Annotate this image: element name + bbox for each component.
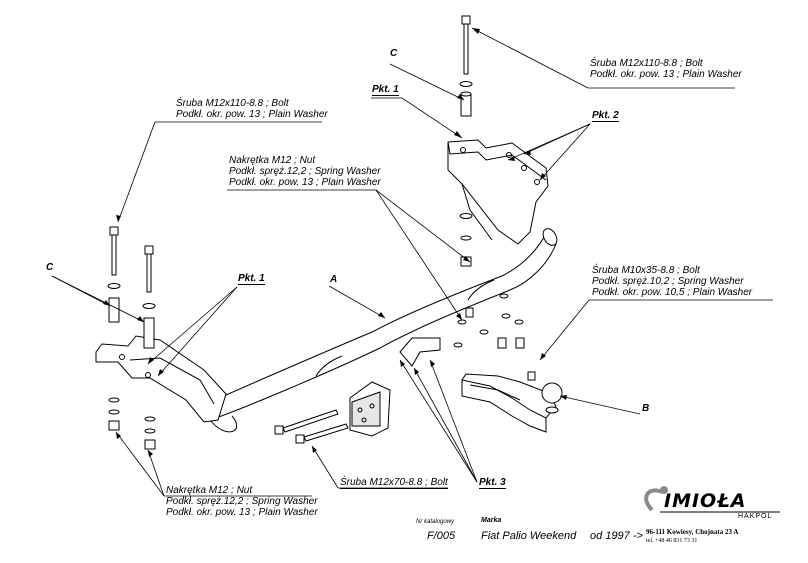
center-hardware [453, 293, 536, 381]
label-bolt-m12x70: Śruba M12x70-8.8 ; Bolt [340, 477, 448, 489]
label-line: Podkł. spręż.12,2 ; Spring Washer [229, 166, 381, 177]
label-nut-bottom: Nakrętka M12 ; Nut Podkł. spręż.12,2 ; S… [166, 485, 318, 518]
brand-label: Marka [481, 517, 502, 524]
company-phone: tel. +48 46 831 73 31 [646, 538, 698, 544]
tow-ball-icon [461, 373, 563, 433]
main-cross-tube [205, 228, 558, 433]
vehicle-model: Fiat Palio Weekend [481, 530, 577, 542]
label-line: Podkł. okr. pow. 13 ; Plain Washer [590, 69, 742, 80]
label-line: Nakrętka M12 ; Nut [229, 155, 316, 166]
label-line: Śruba M12x110-8.8 ; Bolt [176, 98, 289, 109]
logo-hook-icon [644, 486, 780, 513]
label-line: Śruba M12x110-8.8 ; Bolt [590, 58, 703, 69]
label-line: Podkł. okr. pow. 10,5 ; Plain Washer [592, 287, 753, 298]
tag-pkt3: Pkt. 3 [479, 477, 506, 489]
tag-b: B [642, 403, 650, 414]
tag-pkt1-top: Pkt. 1 [372, 84, 399, 96]
logo-sub: HAKPOL [738, 513, 773, 520]
left-mounting-bracket [95, 335, 227, 423]
label-bolt-m10: Śruba M10x35-8.8 ; Bolt Podkł. spręż.10,… [592, 265, 752, 298]
tag-c-left: C [46, 262, 54, 273]
tag-pkt2: Pkt. 2 [592, 110, 619, 122]
label-line: Nakrętka M12 ; Nut [166, 485, 253, 496]
label-line: Podkł. okr. pow. 13 ; Plain Washer [166, 507, 318, 518]
label-line: Podkł. okr. pow. 13 ; Plain Washer [229, 177, 381, 188]
label-bolt-left: Śruba M12x110-8.8 ; Bolt Podkł. okr. pow… [176, 98, 328, 120]
company-address: 96-111 Kowiesy, Chojnata 23 A [646, 528, 739, 536]
tag-pkt1-left: Pkt. 1 [238, 273, 265, 285]
label-line: Podkł. spręż.10,2 ; Spring Washer [592, 276, 744, 287]
model-year: od 1997 -> [590, 530, 643, 542]
catalog-number: F/005 [427, 530, 456, 542]
label-line: Podkł. okr. pow. 13 ; Plain Washer [176, 109, 328, 120]
right-mounting-bracket [447, 139, 549, 245]
label-line: Śruba M10x35-8.8 ; Bolt [592, 265, 700, 276]
label-nut-center: Nakrętka M12 ; Nut Podkł. spręż.12,2 ; S… [229, 155, 381, 188]
bolt-icon [459, 15, 473, 267]
arrowheads [103, 28, 567, 457]
tag-c-top: C [390, 48, 398, 59]
bolt-icon [274, 409, 349, 444]
socket-plate-icon [349, 337, 441, 437]
tag-a: A [330, 274, 338, 285]
label-bolt-top-right: Śruba M12x110-8.8 ; Bolt Podkł. okr. pow… [590, 58, 742, 80]
catalog-label: Nr katalogowy [416, 519, 455, 525]
logo-name: IMIOŁA [664, 490, 747, 512]
bolt-icon [107, 226, 156, 450]
leader-lines [51, 27, 773, 497]
label-line: Podkł. spręż.12,2 ; Spring Washer [166, 496, 318, 507]
